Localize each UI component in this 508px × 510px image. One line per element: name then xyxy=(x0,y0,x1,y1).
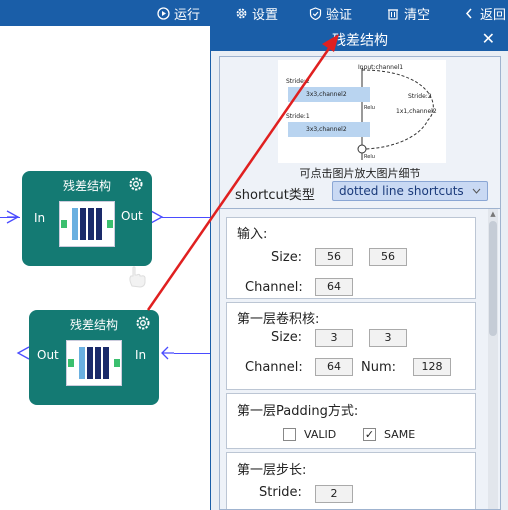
wire-in-node2 xyxy=(174,353,210,354)
kernel-num-field[interactable]: 128 xyxy=(413,358,451,376)
shortcut-type-select[interactable]: dotted line shortcuts xyxy=(332,181,488,201)
kernel-size-width-field[interactable]: 3 xyxy=(315,329,353,347)
run-button[interactable]: 运行 xyxy=(156,4,201,23)
padding-section: 第一层Padding方式: VALID ✓ SAME xyxy=(226,393,476,449)
size-label: Size: xyxy=(271,250,303,265)
stride-section: 第一层步长: Stride: 2 xyxy=(226,452,476,509)
kernel-size-height-field[interactable]: 3 xyxy=(369,329,407,347)
diagram-stride-b: Stride:1 xyxy=(286,113,310,120)
back-label: 返回 xyxy=(480,7,507,23)
stride-title: 第一层步长: xyxy=(237,463,307,478)
padding-title: 第一层Padding方式: xyxy=(237,404,359,419)
settings-button[interactable]: 设置 xyxy=(234,4,279,23)
out-port-arrow-left-icon xyxy=(16,346,30,360)
gear-icon[interactable] xyxy=(128,176,144,192)
checkbox-icon xyxy=(283,428,296,441)
node-title: 残差结构 xyxy=(62,179,111,193)
shortcut-type-value: dotted line shortcuts xyxy=(339,184,464,198)
diagram-block-2: 3x3,channel2 xyxy=(306,126,347,133)
clear-button[interactable]: 清空 xyxy=(386,4,431,23)
diagram-side-stride: Stride:2 xyxy=(408,93,432,100)
node-title: 残差结构 xyxy=(69,318,118,332)
num-label: Num: xyxy=(361,360,397,375)
clear-label: 清空 xyxy=(404,7,431,23)
scroll-up-icon[interactable]: ▲ xyxy=(490,210,496,218)
zoom-hint: 可点击图片放大图片细节 xyxy=(299,167,421,180)
node-thumbnail xyxy=(59,201,115,247)
node-out-port[interactable]: Out xyxy=(121,209,143,223)
chevron-left-icon xyxy=(462,6,476,20)
node-thumbnail xyxy=(66,340,122,386)
diagram-side-conv: 1x1,channel2 xyxy=(396,108,437,115)
node-in-port[interactable]: In xyxy=(135,348,147,362)
scrollbar-track[interactable] xyxy=(488,209,498,509)
settings-label: 设置 xyxy=(252,7,279,23)
residual-diagram-image[interactable]: Input:channel1 Stride:2 3x3,channel2 Rel… xyxy=(278,60,446,163)
channel-label: Channel: xyxy=(245,280,303,295)
arrow-right-icon xyxy=(6,210,20,224)
shield-check-icon xyxy=(308,6,322,20)
input-size-width-field[interactable]: 56 xyxy=(315,248,353,266)
input-channel-field[interactable]: 64 xyxy=(315,278,353,296)
conv1-title: 第一层卷积核: xyxy=(237,312,320,327)
trash-icon xyxy=(386,6,400,20)
wire-out-node1 xyxy=(162,217,210,218)
structure-preview: Input:channel1 Stride:2 3x3,channel2 Rel… xyxy=(219,56,501,231)
verify-label: 验证 xyxy=(326,7,353,23)
stride-label: Stride: xyxy=(259,485,302,500)
node-in-port[interactable]: In xyxy=(34,211,46,225)
close-icon[interactable]: ✕ xyxy=(481,29,495,48)
top-toolbar: 运行 设置 验证 清空 返回 xyxy=(0,0,508,26)
residual-node-2[interactable]: 残差结构 Out In xyxy=(29,310,159,405)
channel-label: Channel: xyxy=(245,360,303,375)
diagram-relu-2: Relu xyxy=(364,154,375,160)
scrollbar-thumb[interactable] xyxy=(489,221,497,336)
chevron-down-icon xyxy=(472,188,481,194)
out-port-arrow-icon xyxy=(150,210,164,224)
input-section: 输入: Size: 56 56 Channel: 64 xyxy=(226,217,476,299)
size-label: Size: xyxy=(271,330,303,345)
node-out-port[interactable]: Out xyxy=(37,348,59,362)
residual-settings-panel: 残差结构 ✕ Input:channel1 Stride:2 3x3,chann… xyxy=(210,26,508,510)
gear-icon[interactable] xyxy=(135,315,151,331)
diagram-block-1: 3x3,channel2 xyxy=(306,91,347,98)
workflow-canvas[interactable]: 残差结构 In Out 残差结构 Out In xyxy=(0,26,210,510)
gear-icon xyxy=(234,6,248,20)
valid-checkbox[interactable]: VALID xyxy=(283,428,336,441)
arrow-left-icon xyxy=(161,346,174,360)
run-label: 运行 xyxy=(174,7,201,23)
same-label: SAME xyxy=(384,428,416,441)
same-checkbox[interactable]: ✓ SAME xyxy=(363,428,415,441)
shortcut-type-label: shortcut类型 xyxy=(235,188,315,203)
conv1-section: 第一层卷积核: Size: 3 3 Channel: 64 Num: 128 xyxy=(226,302,476,390)
input-title: 输入: xyxy=(237,227,268,242)
panel-header: 残差结构 ✕ xyxy=(211,26,508,51)
stride-field[interactable]: 2 xyxy=(315,485,353,503)
diagram-input-label: Input:channel1 xyxy=(358,64,404,71)
panel-title: 残差结构 xyxy=(332,33,388,49)
verify-button[interactable]: 验证 xyxy=(308,4,353,23)
diagram-relu-1: Relu xyxy=(364,105,375,111)
diagram-stride-a: Stride:2 xyxy=(286,78,310,85)
hand-cursor-icon xyxy=(129,266,146,288)
play-icon xyxy=(156,6,170,20)
valid-label: VALID xyxy=(304,428,337,441)
input-size-height-field[interactable]: 56 xyxy=(369,248,407,266)
checkmark-icon: ✓ xyxy=(363,428,376,441)
residual-node-1[interactable]: 残差结构 In Out xyxy=(22,171,152,266)
kernel-channel-field[interactable]: 64 xyxy=(315,358,353,376)
parameter-list[interactable]: 输入: Size: 56 56 Channel: 64 第一层卷积核: Size… xyxy=(219,208,501,510)
back-button[interactable]: 返回 xyxy=(462,4,507,23)
